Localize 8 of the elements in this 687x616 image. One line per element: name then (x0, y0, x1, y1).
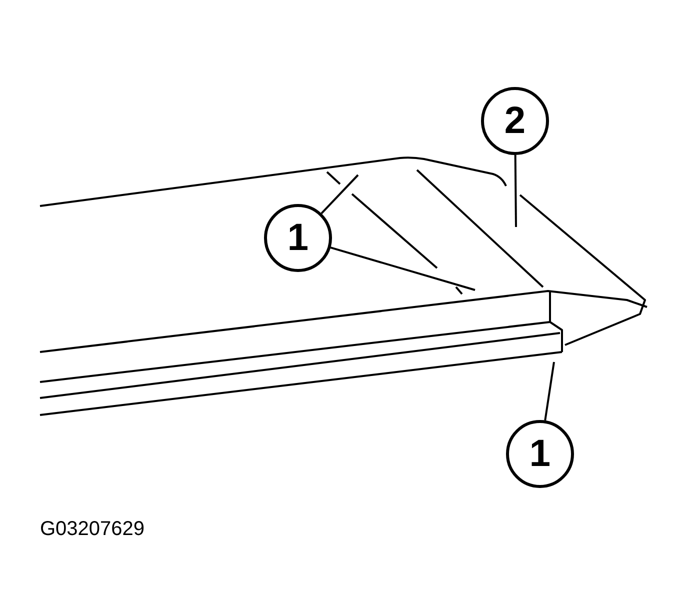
figure-code: G03207629 (40, 518, 145, 541)
leader-line (544, 362, 555, 421)
callout-number: 1 (506, 420, 574, 488)
leader-line (320, 174, 359, 214)
callout-number: 1 (264, 204, 332, 272)
leader-line (514, 154, 517, 228)
callout-number: 2 (481, 87, 549, 155)
leader-line (330, 246, 476, 291)
